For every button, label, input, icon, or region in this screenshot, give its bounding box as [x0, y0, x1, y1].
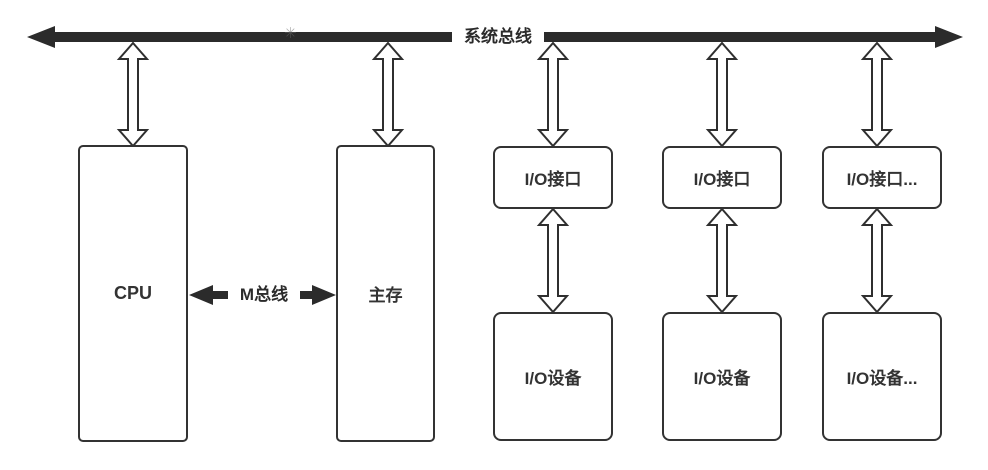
io-device-box-2: I/O设备: [662, 312, 782, 441]
io-interface-label-3: I/O接口...: [846, 170, 918, 189]
cpu-label: CPU: [113, 283, 152, 303]
cpu-box: CPU: [78, 145, 188, 442]
m-bus-label: M总线: [228, 285, 300, 305]
io-device-label-3: I/O设备...: [846, 369, 918, 388]
io-interface-box-2: I/O接口: [662, 146, 782, 209]
system-bus-label: 系统总线: [452, 27, 544, 47]
watermark-smudge-icon: ✳: [284, 25, 297, 42]
bus-to-memory-arrow: [371, 41, 405, 148]
io-interface-3-to-device-3-arrow: [860, 207, 894, 314]
io-device-label-2: I/O设备: [693, 369, 751, 388]
io-interface-box-1: I/O接口: [493, 146, 613, 209]
io-interface-label-1: I/O接口: [524, 170, 582, 189]
io-interface-box-3: I/O接口...: [822, 146, 942, 209]
io-device-box-1: I/O设备: [493, 312, 613, 441]
bus-to-io-interface-3-arrow: [860, 41, 894, 148]
io-device-label-1: I/O设备: [524, 369, 582, 388]
io-interface-2-to-device-2-arrow: [705, 207, 739, 314]
io-device-box-3: I/O设备...: [822, 312, 942, 441]
io-interface-label-2: I/O接口: [693, 170, 751, 189]
io-interface-1-to-device-1-arrow: [536, 207, 570, 314]
bus-to-cpu-arrow: [116, 41, 150, 148]
bus-to-io-interface-1-arrow: [536, 41, 570, 148]
bus-to-io-interface-2-arrow: [705, 41, 739, 148]
main-memory-label: 主存: [368, 286, 403, 305]
main-memory-box: 主存: [336, 145, 435, 442]
